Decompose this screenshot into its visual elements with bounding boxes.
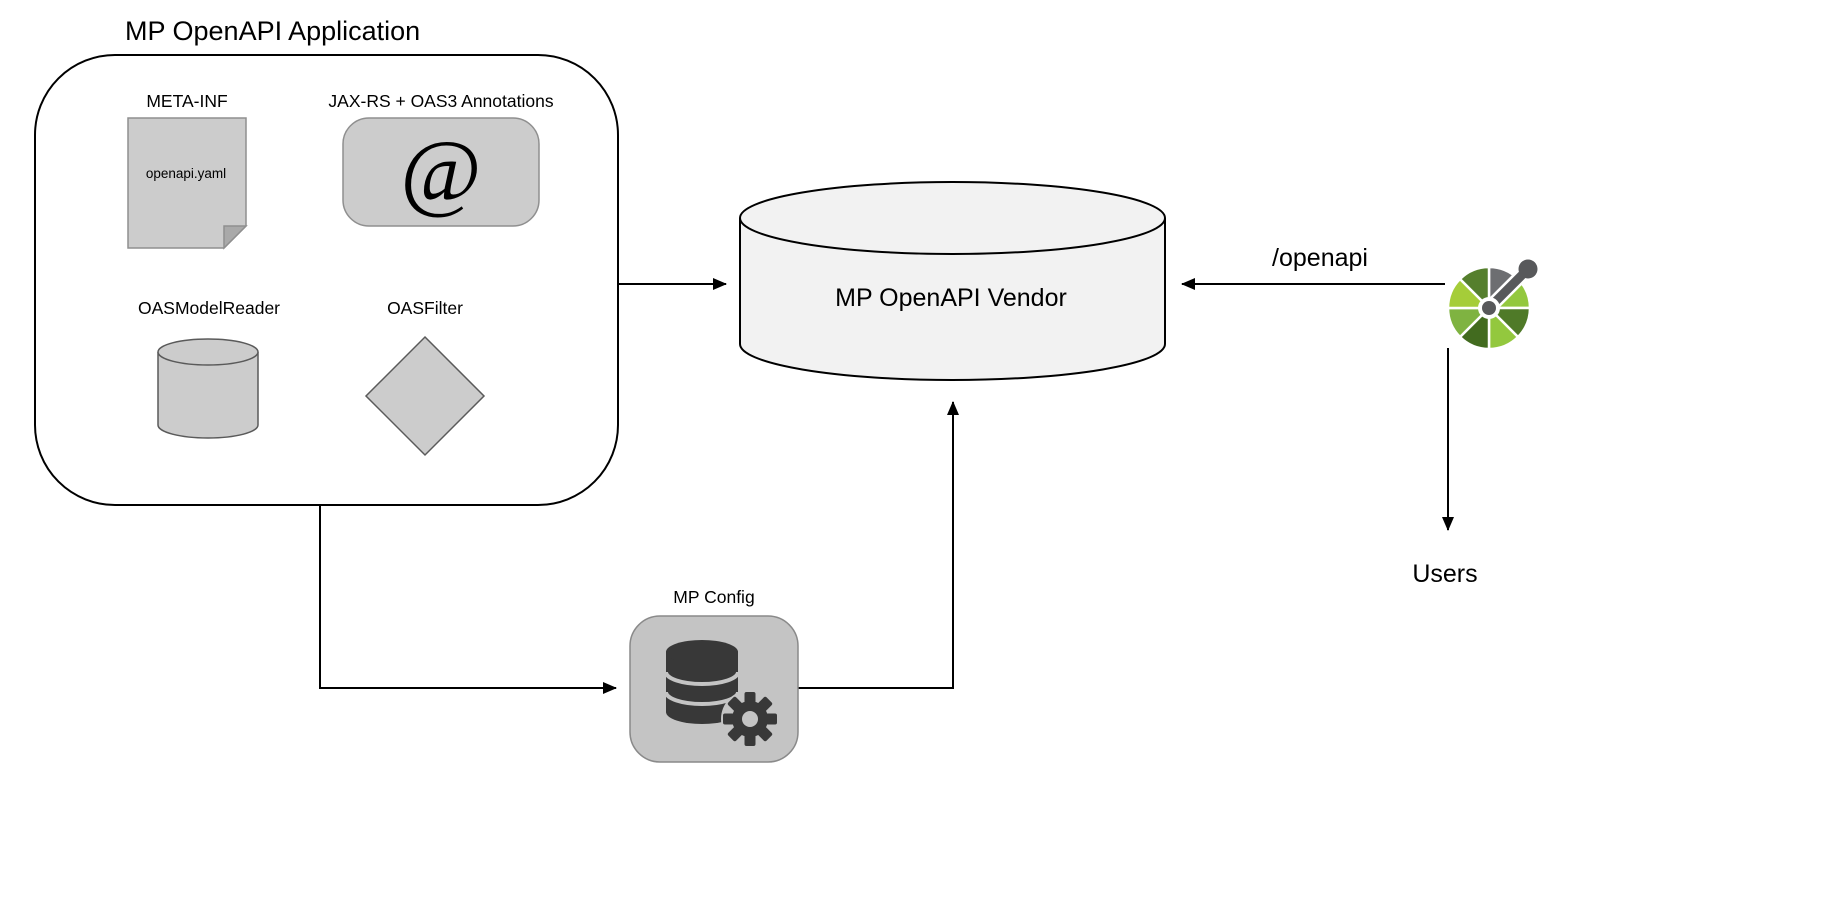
at-symbol: @ [400, 124, 481, 221]
model-reader-cylinder-body [157, 352, 259, 439]
diamond-icon [364, 335, 486, 457]
openapi-logo-icon [1446, 256, 1541, 351]
database-gear-icon [664, 640, 779, 748]
annotations-box [342, 117, 540, 227]
vendor-cylinder-body [739, 218, 1166, 381]
meta-inf-label: META-INF [146, 91, 227, 111]
config-box-group [629, 615, 799, 763]
application-box [34, 54, 619, 506]
arrow-config-to-vendor [798, 401, 959, 689]
db-body [666, 652, 738, 724]
logo-knob [1518, 259, 1538, 279]
db-separator [664, 671, 740, 686]
db-top [666, 640, 738, 664]
gear-hole [742, 711, 758, 727]
vendor-label: MP OpenAPI Vendor [835, 284, 1067, 312]
openapi-yaml-label: openapi.yaml [146, 166, 226, 181]
arrow-app-to-config [319, 505, 617, 694]
model-reader-cylinder-top [157, 338, 259, 366]
oas-filter-label: OASFilter [387, 298, 463, 318]
annotations-label: JAX-RS + OAS3 Annotations [328, 91, 553, 111]
config-label: MP Config [673, 587, 754, 607]
logo-wedge [1458, 265, 1491, 312]
endpoint-label: /openapi [1272, 244, 1368, 272]
users-label: Users [1412, 560, 1477, 588]
document-icon: openapi.yaml [127, 117, 248, 250]
database-cylinder-icon [157, 338, 259, 439]
at-symbol-icon: @ [342, 117, 540, 227]
logo-hub [1482, 301, 1496, 315]
oas-model-reader-label: OASModelReader [138, 298, 280, 318]
diagram-title: MP OpenAPI Application [125, 16, 420, 46]
gear [723, 692, 777, 746]
vendor-cylinder-top [739, 181, 1166, 255]
document-fold [223, 225, 248, 250]
vendor-cylinder: MP OpenAPI Vendor [739, 181, 1166, 381]
